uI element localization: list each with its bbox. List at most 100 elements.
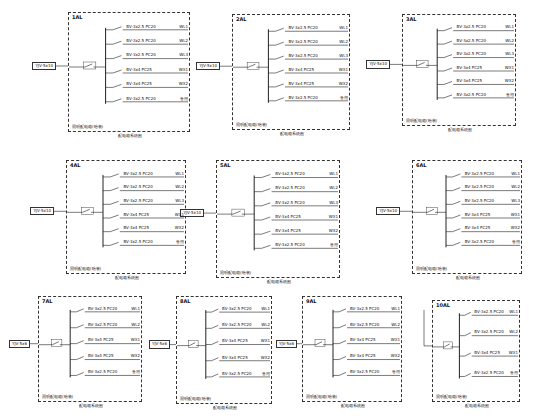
cable-spec: BV-3x4 PC25 [465,213,491,217]
circuit-name: WL3 [339,54,348,58]
circuit-name: WL3 [511,199,520,203]
circuit-name: WL2 [509,330,518,334]
circuit-name: WX2 [511,226,520,230]
panel-id: 5AL [220,163,231,169]
cable-spec: BV-3x2.5 PC20 [350,307,379,311]
circuit-name: WL3 [329,201,338,205]
cable-spec: BV-3x2.5 PC20 [465,240,494,244]
cable-spec: BV-3x2.5 PC20 [275,186,304,190]
panel-caption: 配电箱系统图 [341,404,365,408]
cable-spec: BV-3x2.5 PC20 [126,25,155,29]
circuit-name: WL2 [131,323,140,327]
panel-caption: 配电箱系统图 [115,276,139,280]
feeder-cable: YJV-5x10 [369,62,387,66]
feeder-cable: YJV-5x6 [279,342,294,346]
circuit-name: 备用 [510,371,518,375]
distribution-panel: 7AL照明配电箱(暗装)配电箱系统图BV-3x2.5 PC20WL1BV-3x2… [38,296,142,402]
cable-spec: BV-3x2.5 PC20 [126,39,155,43]
cable-spec: BV-3x4 PC25 [275,229,301,233]
circuit-name: WL1 [179,25,188,29]
circuit-name: WL2 [339,40,348,44]
panel-wiring [67,161,187,275]
cable-spec: BV-3x2.5 PC20 [350,370,379,374]
feeder-cable: YJV-5x6 [152,342,167,346]
circuit-name: WL1 [511,172,520,176]
feeder-line [220,66,232,67]
panel-id: 7AL [42,299,53,305]
distribution-panel: 9AL照明配电箱(暗装)配电箱系统图BV-3x2.5 PC20WL1BV-3x2… [302,296,402,402]
circuit-name: WX1 [179,68,188,72]
feeder-cable-box: YJV-5x6 [9,340,30,348]
cable-spec: BV-3x4 PC25 [222,339,248,343]
distribution-panel: 10AL照明配电箱(暗装)配电箱系统图BV-3x2.5 PC20WL1BV-3x… [432,300,520,402]
feeder-cable-box: YJV-5x10 [32,62,56,70]
circuit-name: WL2 [505,39,514,43]
circuit-name: WL2 [511,185,520,189]
panel-caption: 配电箱系统图 [456,276,480,280]
cable-spec: BV-3x2.5 PC20 [465,185,494,189]
panel-id: 4AL [70,163,81,169]
cable-spec: BV-3x2.5 PC20 [222,323,251,327]
circuit-name: WX1 [131,338,140,342]
feeder-line [400,211,412,212]
cable-spec: BV-3x2.5 PC20 [88,370,117,374]
cable-spec: BV-3x4 PC25 [350,354,376,358]
cable-spec: BV-3x2.5 PC20 [123,240,152,244]
panel-id: 1AL [72,15,83,21]
distribution-panel: 3AL照明配电箱(暗装)配电箱系统图BV-3x2.5 PC20WL1BV-3x2… [402,14,516,126]
feeder-cable-box: YJV-5x10 [366,60,390,68]
cable-spec: BV-3x4 PC25 [123,226,149,230]
distribution-panel: 4AL照明配电箱(暗装)配电箱系统图BV-3x2.5 PC20WL1BV-3x2… [66,160,186,274]
panel-type: 照明配电箱(暗装) [406,119,437,123]
circuit-name: 备用 [392,370,400,374]
cable-spec: BV-3x2.5 PC20 [123,199,152,203]
feeder-cable-box: YJV-5x10 [376,207,400,215]
cable-spec: BV-3x4 PC25 [126,68,152,72]
feeder-cable: YJV-5x10 [35,64,53,68]
feeder-cable: YJV-5x10 [183,211,201,215]
circuit-name: 备用 [180,97,188,101]
incoming-wire [424,310,432,346]
circuit-name: WL3 [175,199,184,203]
cable-spec: BV-3x2.5 PC20 [474,330,503,334]
circuit-name: WL1 [391,307,400,311]
circuit-name: WL2 [179,39,188,43]
feeder-cable-box: YJV-5x6 [276,340,297,348]
feeder-cable-box: YJV-5x10 [30,207,54,215]
circuit-name: WX1 [511,213,520,217]
distribution-panel: 2AL照明配电箱(暗装)配电箱系统图BV-3x2.5 PC20WL1BV-3x2… [232,14,350,130]
panel-wiring [403,15,517,127]
panel-type: 照明配电箱(暗装) [416,267,447,271]
distribution-panel: 8AL照明配电箱(暗装)配电箱系统图BV-3x2.5 PC20WL1BV-3x2… [176,296,272,404]
feeder-cable: YJV-5x10 [199,64,217,68]
cable-spec: BV-3x4 PC25 [288,68,314,72]
panel-wiring [39,297,143,403]
circuit-name: WL2 [175,185,184,189]
cable-spec: BV-3x2.5 PC20 [288,26,317,30]
cable-spec: BV-3x2.5 PC20 [88,307,117,311]
feeder-line [56,65,68,66]
cable-spec: BV-3x2.5 PC20 [457,93,486,97]
circuit-name: WL1 [175,172,184,176]
circuit-name: WX1 [339,68,348,72]
circuit-name: WL1 [339,26,348,30]
circuit-name: WX1 [505,66,514,70]
cable-spec: BV-3x2.5 PC20 [88,323,117,327]
panel-wiring [217,161,341,279]
cable-spec: BV-3x2.5 PC20 [126,53,155,57]
cable-spec: BV-3x2.5 PC20 [222,307,251,311]
circuit-name: 备用 [132,370,140,374]
panel-id: 3AL [406,17,417,23]
cable-spec: BV-3x4 PC25 [88,338,114,342]
cable-spec: BV-3x4 PC25 [465,226,491,230]
panel-type: 照明配电箱(暗装) [436,395,467,399]
cable-spec: BV-3x2.5 PC20 [123,185,152,189]
panel-type: 照明配电箱(暗装) [70,267,101,271]
feeder-cable-box: YJV-5x10 [196,62,220,70]
circuit-name: WX2 [131,354,140,358]
feeder-cable: YJV-5x10 [379,209,397,213]
cable-spec: BV-3x2.5 PC20 [275,243,304,247]
panel-wiring [413,161,523,275]
cable-spec: BV-3x4 PC25 [457,79,483,83]
